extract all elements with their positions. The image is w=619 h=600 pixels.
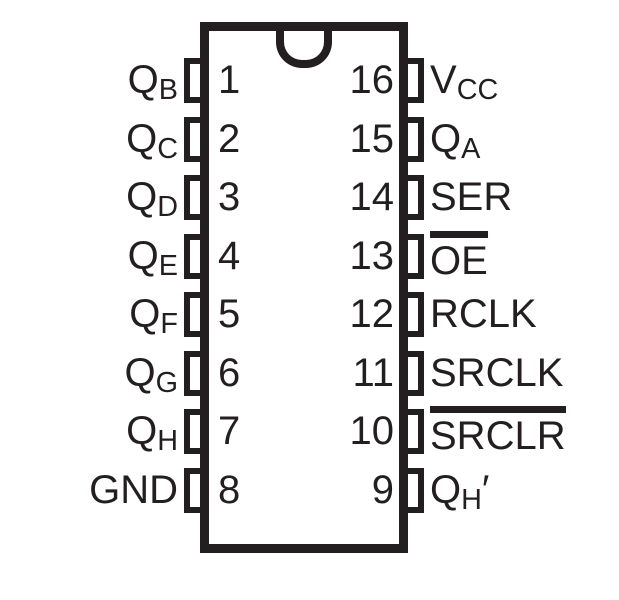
pin-5-pad: [184, 292, 206, 337]
pin-2-pad: [184, 117, 206, 162]
pin-8-number: 8: [218, 468, 241, 512]
pin-9-label-qh-prime: QH′: [430, 468, 490, 517]
pin-15-label-qa: QA: [430, 117, 481, 166]
pin-11-label-srclk: SRCLK: [430, 351, 564, 395]
pin-4-number: 4: [218, 234, 241, 278]
pin-13-label-oe-active-low: OE: [430, 226, 618, 286]
pin-15-number: 15: [349, 117, 395, 161]
subscript: A: [461, 133, 481, 166]
subscript: F: [160, 308, 178, 341]
chip-body: [200, 22, 408, 553]
pin-7-pad: [184, 409, 206, 454]
pin-7-number: 7: [218, 409, 241, 453]
pin-3-pad: [184, 175, 206, 220]
pin-10-number: 10: [349, 409, 395, 453]
pin-12-pad: [402, 292, 424, 337]
pin-10-label-srclr-active-low: SRCLR: [430, 401, 618, 461]
subscript: C: [157, 133, 178, 166]
pin-1-label-qb: QB: [127, 58, 178, 107]
pin-7-label-qh: QH: [126, 409, 178, 458]
pin-10-pad: [402, 409, 424, 454]
pin-15-pad: [402, 117, 424, 162]
pin-2-number: 2: [218, 117, 241, 161]
pin-14-label-ser: SER: [430, 175, 513, 219]
pin-11-pad: [402, 351, 424, 396]
pin-6-label-qg: QG: [124, 351, 178, 400]
pin-11-number: 11: [352, 351, 394, 395]
pin-4-label-qe: QE: [127, 234, 178, 283]
pin-14-number: 14: [349, 175, 395, 219]
subscript: CC: [456, 74, 499, 107]
pin-8-pad: [184, 468, 206, 513]
pin-5-label-qf: QF: [129, 292, 178, 341]
pin-6-pad: [184, 351, 206, 396]
pin-16-label-vcc: VCC: [430, 58, 499, 107]
pin-3-number: 3: [218, 175, 241, 219]
pin-14-pad: [402, 175, 424, 220]
pin-9-pad: [402, 468, 424, 513]
pin-16-pad: [402, 58, 424, 103]
pin-13-number: 13: [349, 234, 395, 278]
pin-1-number: 1: [218, 58, 241, 102]
pin-3-label-qd: QD: [126, 175, 178, 224]
pin-4-pad: [184, 234, 206, 279]
overline-bar: OE: [430, 231, 488, 281]
pin-12-label-rclk: RCLK: [430, 292, 537, 336]
pin-8-label-gnd: GND: [89, 468, 178, 512]
pin-16-number: 16: [349, 58, 395, 102]
subscript: H: [157, 425, 178, 458]
pin-12-number: 12: [349, 292, 395, 336]
subscript: B: [158, 74, 178, 107]
subscript: E: [158, 250, 178, 283]
pin-9-number: 9: [371, 468, 394, 512]
pin-1-pad: [184, 58, 206, 103]
pin-5-number: 5: [218, 292, 241, 336]
subscript: D: [157, 191, 178, 224]
prime-mark: ′: [481, 468, 490, 512]
pin1-index-notch-icon: [276, 31, 332, 68]
pin-13-pad: [402, 234, 424, 279]
subscript: G: [155, 367, 178, 400]
subscript: H: [461, 484, 482, 517]
pin-2-label-qc: QC: [126, 117, 178, 166]
pin-6-number: 6: [218, 351, 241, 395]
overline-bar: SRCLR: [430, 406, 566, 456]
